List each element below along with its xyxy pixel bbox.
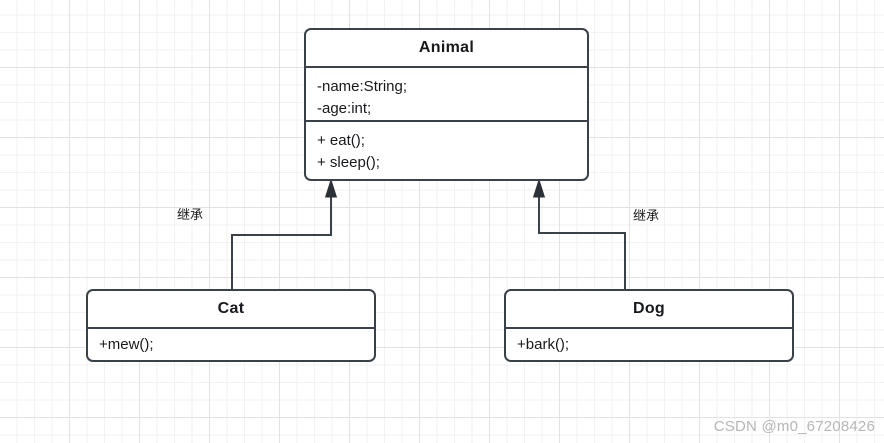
uml-class-cat[interactable]: Cat +mew();: [86, 289, 376, 362]
operation-item: +mew();: [99, 336, 154, 353]
operations-compartment-cat: +mew();: [88, 327, 374, 360]
attribute-item: -age:int;: [317, 99, 372, 117]
uml-class-animal[interactable]: Animal -name:String; -age:int; + eat(); …: [304, 28, 589, 181]
operations-compartment-dog: +bark();: [506, 327, 792, 360]
class-name-animal: Animal: [418, 39, 475, 56]
uml-class-dog[interactable]: Dog +bark();: [504, 289, 794, 362]
relationship-label-cat-inheritance: 继承: [177, 208, 204, 223]
class-name-cat: Cat: [217, 300, 245, 317]
attribute-item: -name:String;: [317, 78, 408, 95]
operations-compartment-animal: + eat(); + sleep();: [306, 120, 587, 179]
operation-item: +bark();: [517, 336, 570, 353]
operation-item: + sleep();: [317, 153, 380, 171]
attributes-compartment-animal: -name:String; -age:int;: [306, 66, 587, 120]
operation-item: + eat();: [317, 132, 365, 149]
class-name-dog: Dog: [632, 300, 665, 317]
watermark-text: CSDN @m0_67208426: [713, 418, 875, 435]
relationship-label-dog-inheritance: 继承: [633, 209, 660, 224]
